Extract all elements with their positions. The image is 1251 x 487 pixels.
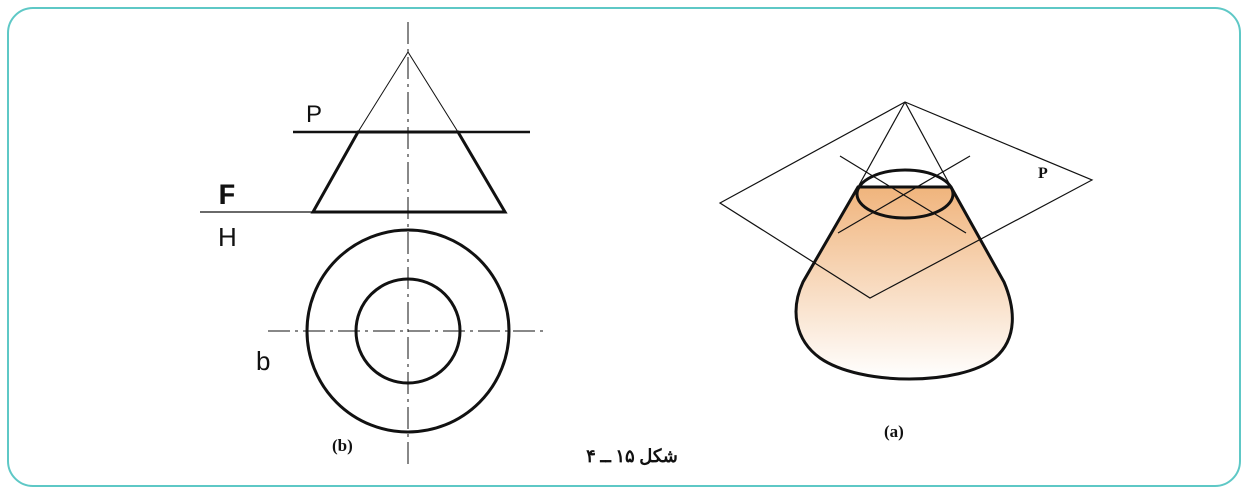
plane-label-p: P [306,101,322,128]
cone-apex-right [407,51,459,133]
apex-line-right [904,101,952,188]
horizontal-label-h: H [218,222,237,252]
front-label-f: F [218,180,236,214]
section-ellipse [855,168,955,220]
cone-body [794,185,1014,381]
section-axis-2 [837,155,971,234]
caption-a: (a) [884,422,904,441]
figure-caption: شکل ۱۵ ــ ۴ [586,446,678,466]
apex-line-left [857,101,906,188]
view-a [718,101,1094,381]
view-b [200,22,548,468]
point-label-b: b [256,346,270,376]
caption-b: (b) [332,436,353,455]
plane-p [718,101,1094,299]
plane-label-p-pictorial: P [1038,165,1048,182]
cone-apex-left [357,51,409,133]
frustum-front-view [310,130,508,214]
